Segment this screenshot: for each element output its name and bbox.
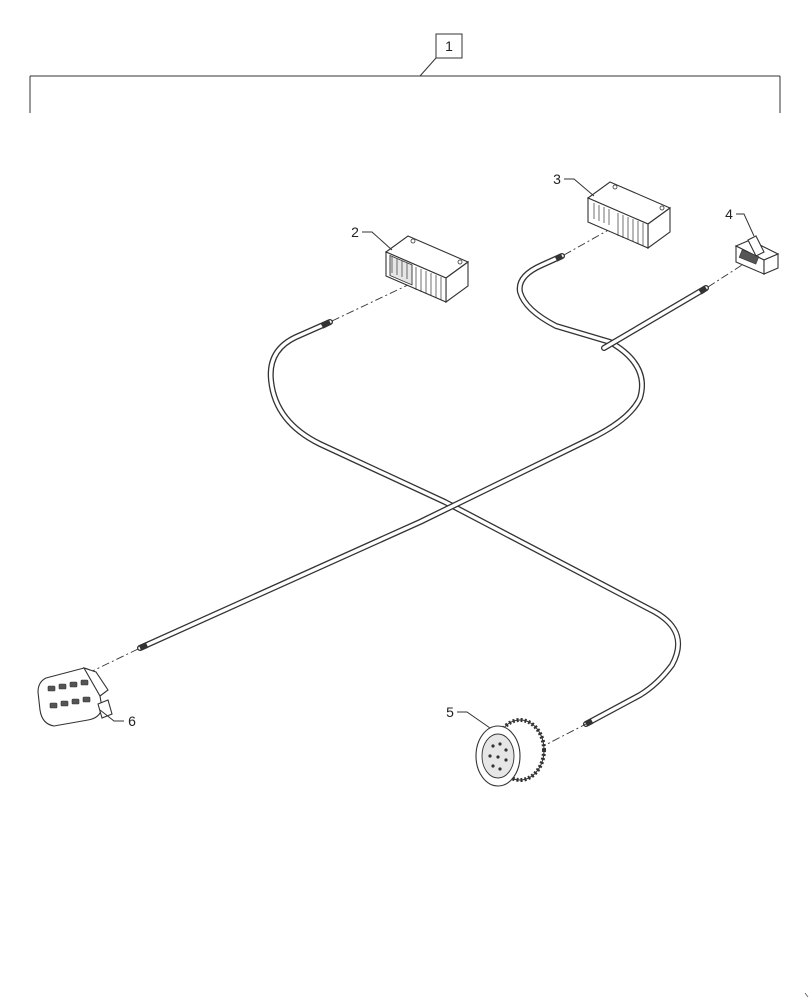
callout-6-label: 6 — [128, 713, 136, 729]
assembly-callout-box — [435, 33, 463, 59]
connector-5-pins — [488, 742, 508, 771]
connector-3: 3 — [553, 171, 672, 250]
connector-2-pins — [391, 257, 442, 300]
connector-5: 5 — [446, 704, 546, 787]
assembly-callout-label: 1 — [445, 38, 453, 54]
callout-4-label: 4 — [725, 206, 733, 222]
connector-3-pins — [593, 203, 644, 246]
connector-6-cavities — [47, 679, 91, 709]
connector-6: 6 — [37, 667, 136, 729]
connector-2: 2 — [351, 224, 470, 304]
corner-mark — [804, 992, 809, 998]
callout-2-label: 2 — [351, 224, 359, 240]
assembly-bracket: 1 — [29, 33, 781, 113]
connector-4: 4 — [725, 206, 780, 275]
callout-3-label: 3 — [553, 171, 561, 187]
callout-5-label: 5 — [446, 704, 454, 720]
wire-harness — [137, 253, 709, 727]
alignment-lines — [81, 227, 743, 759]
